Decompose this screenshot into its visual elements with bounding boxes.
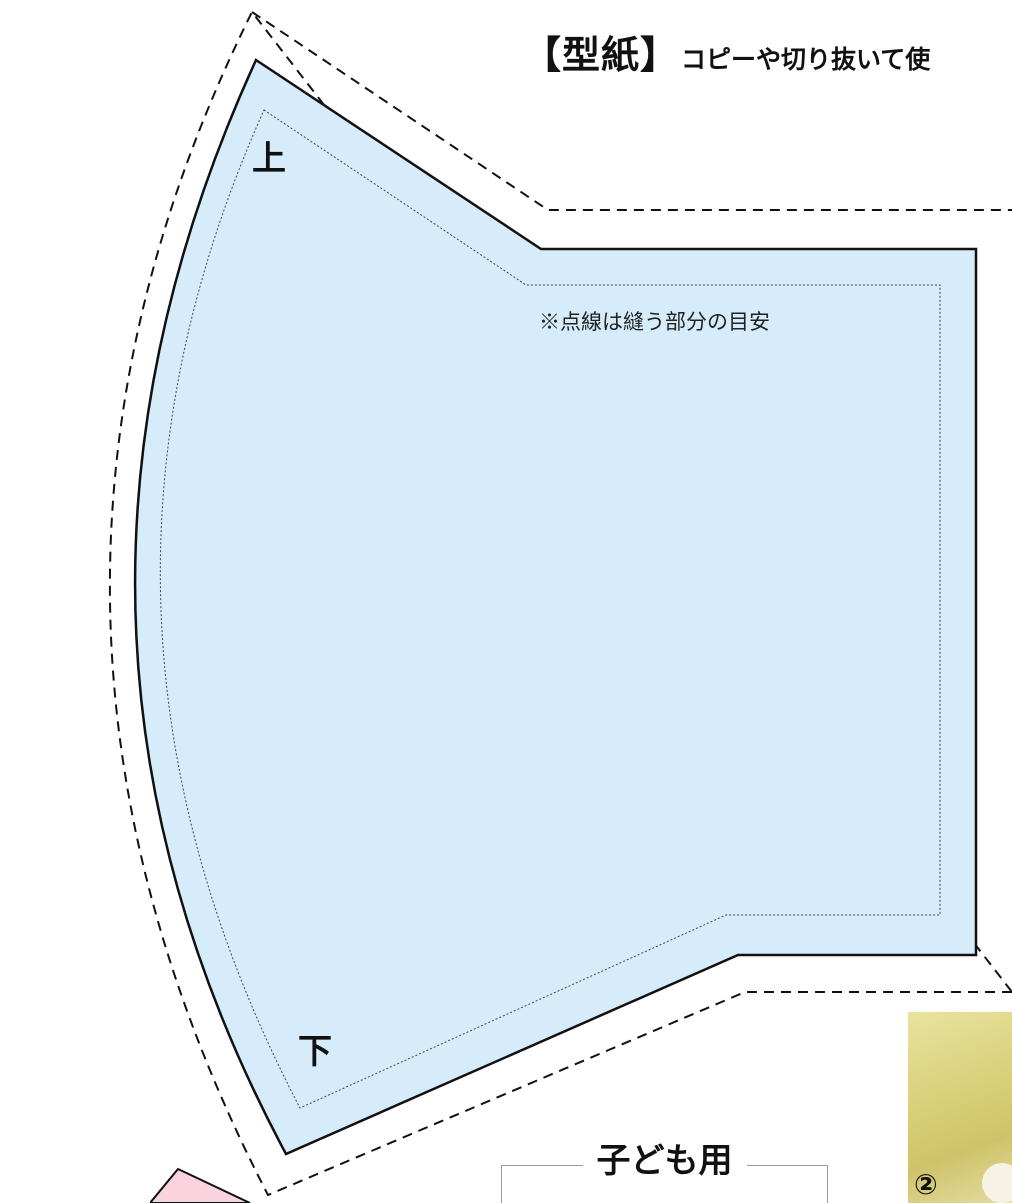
child-size-heading: 子ども用 (582, 1141, 747, 1181)
photo-highlight (982, 1163, 1012, 1203)
bottom-direction-label: 下 (298, 1032, 332, 1072)
step-photo: ② (908, 1012, 1012, 1203)
seam-guide-note: ※点線は縫う部分の目安 (539, 310, 770, 334)
title-subtext: コピーや切り抜いて使 (681, 45, 931, 74)
top-direction-label: 上 (252, 139, 286, 179)
title-bracket: 【型紙】 (523, 33, 680, 77)
step-number-label: ② (914, 1168, 938, 1201)
child-size-section: 子ども用 (501, 1141, 828, 1203)
cut-line-outer (109, 10, 1012, 1197)
mask-pattern-shape (133, 58, 978, 1156)
pink-pattern-corner (150, 1167, 251, 1203)
page-title: 【型紙】コピーや切り抜いて使 (523, 24, 930, 79)
child-size-heading-wrap: 子ども用 (502, 1141, 827, 1181)
